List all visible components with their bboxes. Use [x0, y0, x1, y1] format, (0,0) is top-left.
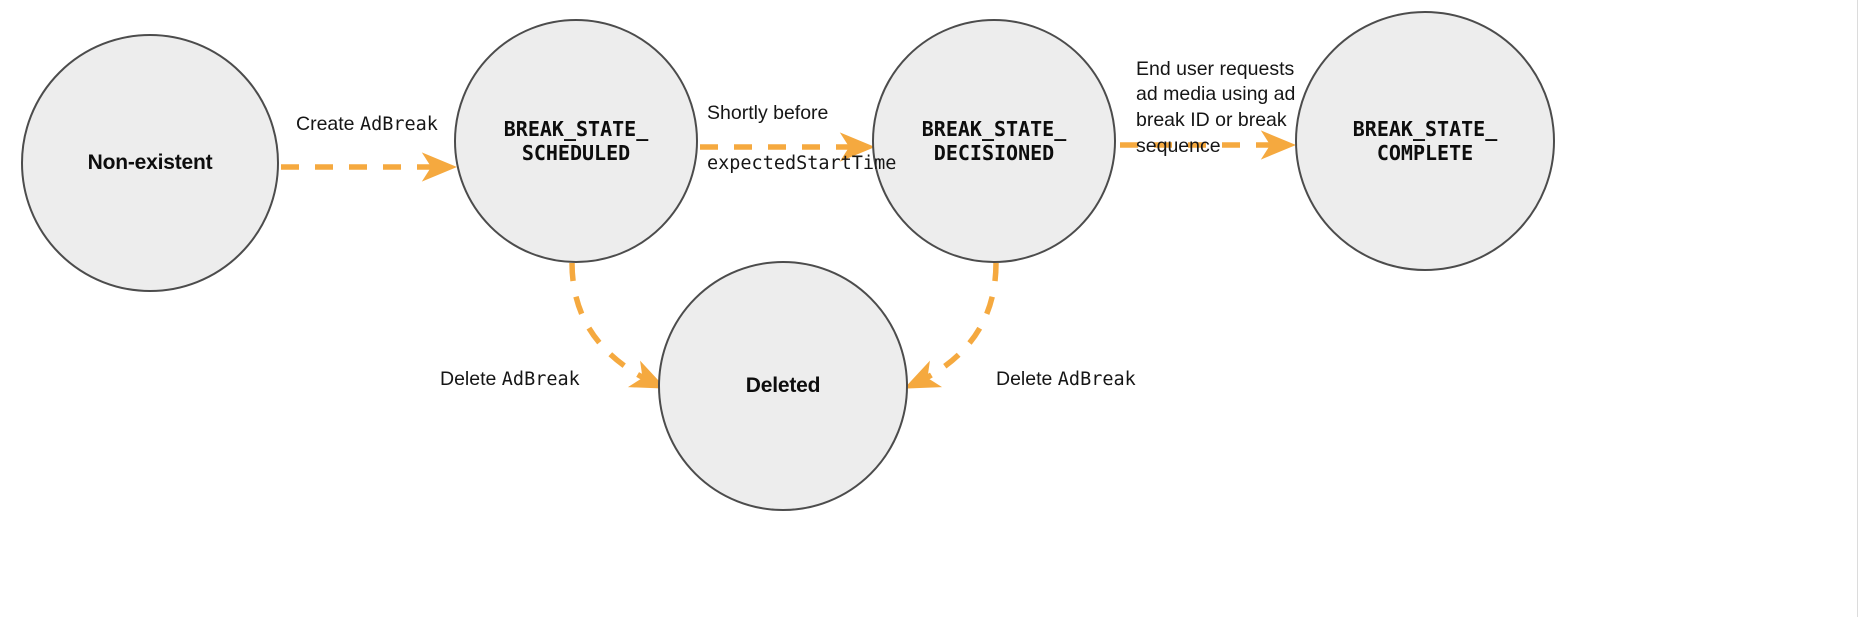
edge-label-text-mono: expectedStartTime: [707, 153, 897, 175]
state-node-label: Deleted: [745, 374, 821, 398]
edge-delete-adbreak-from-decisioned: [904, 262, 999, 389]
edge-label-text-plain: Shortly before: [707, 101, 829, 124]
state-node-label: BREAK_STATE_ COMPLETE: [1352, 116, 1498, 165]
edge-label-delete-adbreak-from-decisioned: Delete AdBreak: [996, 341, 1186, 392]
edge-label-shortly-before-expected-start-time: Shortly before expectedStartTime: [707, 75, 917, 202]
edge-label-text-mono: AdBreak: [1057, 368, 1136, 390]
state-node-break-state-complete[interactable]: BREAK_STATE_ COMPLETE: [1295, 11, 1555, 271]
edge-label-text-plain: Create: [296, 112, 360, 135]
edge-label-text-mono: AdBreak: [501, 368, 580, 390]
state-node-non-existent[interactable]: Non-existent: [21, 34, 279, 292]
state-node-label: BREAK_STATE_ SCHEDULED: [503, 116, 649, 165]
state-node-break-state-scheduled[interactable]: BREAK_STATE_ SCHEDULED: [454, 19, 698, 263]
state-node-label: Non-existent: [87, 151, 213, 175]
state-node-break-state-decisioned[interactable]: BREAK_STATE_ DECISIONED: [872, 19, 1116, 263]
state-node-deleted[interactable]: Deleted: [658, 261, 908, 511]
edge-label-text-plain: Delete: [996, 367, 1058, 390]
edge-label-end-user-requests-ad-media: End user requests ad media using ad brea…: [1136, 31, 1336, 160]
edge-label-create-adbreak: Create AdBreak: [296, 86, 476, 137]
edge-label-text-plain: End user requests ad media using ad brea…: [1136, 57, 1296, 157]
state-node-label: BREAK_STATE_ DECISIONED: [921, 116, 1067, 165]
edge-label-delete-adbreak-from-scheduled: Delete AdBreak: [440, 341, 630, 392]
edge-label-text-mono: AdBreak: [359, 113, 438, 135]
edge-delete-adbreak-from-scheduled: [569, 262, 666, 389]
edge-label-text-plain: Delete: [440, 367, 502, 390]
